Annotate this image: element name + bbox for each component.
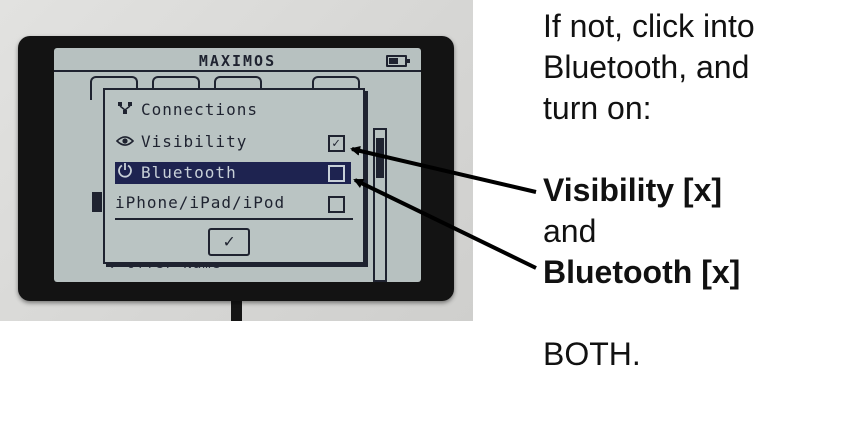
instruction-visibility: Visibility [x] [543, 172, 723, 208]
instruction-line-3: turn on: [543, 90, 652, 126]
eye-icon [115, 132, 135, 151]
device-cable [231, 296, 242, 321]
connections-dialog: Connections Visibility ✓ Bluetooth iPhon… [103, 88, 365, 264]
network-icon [115, 100, 135, 119]
instruction-spacer [543, 129, 843, 170]
ok-button[interactable]: ✓ [208, 228, 250, 256]
visibility-checkbox[interactable]: ✓ [328, 135, 345, 152]
instruction-line-1: If not, click into [543, 8, 755, 44]
device-photo: MAXIMOS ↓ Offer Name Connections Visibil… [0, 0, 473, 321]
instruction-spacer-2 [543, 293, 843, 334]
menu-item-iphone[interactable]: iPhone/iPad/iPod [115, 193, 351, 215]
menu-item-visibility[interactable]: Visibility ✓ [115, 132, 351, 154]
iphone-checkbox[interactable] [328, 196, 345, 213]
menu-item-bluetooth[interactable]: Bluetooth [115, 162, 351, 184]
instructions: If not, click into Bluetooth, and turn o… [543, 6, 843, 375]
left-marker [92, 192, 102, 212]
battery-icon [386, 55, 410, 67]
power-icon [115, 162, 135, 182]
lcd-title: MAXIMOS [198, 52, 277, 70]
bluetooth-label: Bluetooth [141, 163, 237, 182]
lcd-divider [54, 70, 421, 72]
scrollbar[interactable] [373, 128, 387, 282]
lcd-screen: MAXIMOS ↓ Offer Name Connections Visibil… [54, 48, 421, 282]
instruction-bluetooth: Bluetooth [x] [543, 254, 741, 290]
bluetooth-checkbox[interactable] [328, 165, 345, 182]
visibility-label: Visibility [141, 132, 248, 151]
dialog-title: Connections [141, 100, 258, 119]
dialog-divider [115, 218, 353, 220]
instruction-both: BOTH. [543, 336, 641, 372]
dialog-header: Connections [115, 100, 351, 122]
instruction-line-2: Bluetooth, and [543, 49, 750, 85]
instruction-and: and [543, 213, 597, 249]
iphone-label: iPhone/iPad/iPod [115, 193, 286, 212]
